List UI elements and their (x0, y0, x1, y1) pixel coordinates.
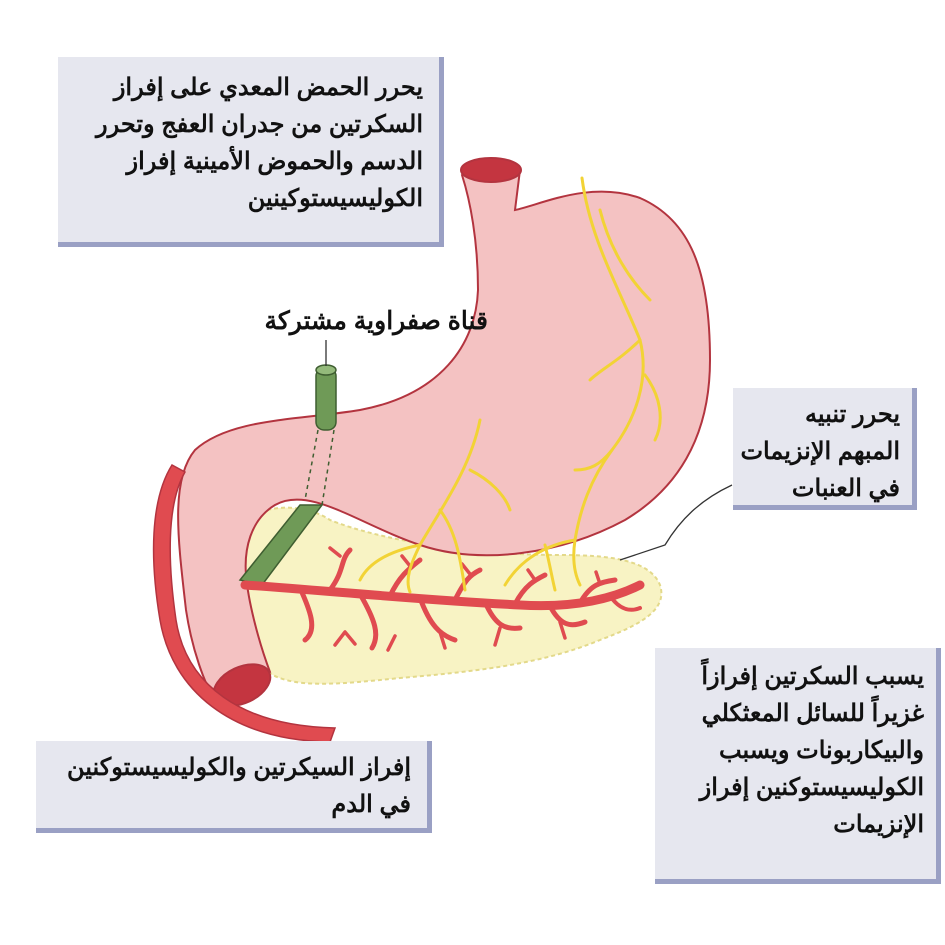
box-line: المبهم الإنزيمات (740, 438, 900, 465)
bile-duct-top (315, 364, 337, 376)
vagus-box: يحرر تنبيه المبهم الإنزيمات في العنبات (733, 388, 917, 510)
box-line: والبيكاربونات ويسبب (718, 737, 924, 764)
vagus-nerves (358, 176, 662, 594)
bile-duct-dashed (304, 429, 335, 506)
stomach (177, 163, 712, 702)
box-line: يسبب السكرتين إفرازاً (701, 663, 924, 690)
common-bile-duct-label: قناة صفراوية مشتركة (264, 307, 489, 335)
box-line: الكوليسيستوكنين إفراز (699, 774, 924, 801)
box-line: غزيراً للسائل المعثكلي (701, 700, 924, 727)
pancreatic-ducts (240, 546, 645, 652)
box-line: إفراز السيكرتين والكوليسيستوكنين (67, 754, 411, 781)
box-line: في الدم (331, 791, 411, 818)
box-line: السكرتين من جدران العفج وتحرر (96, 111, 423, 138)
box-line: في العنبات (791, 475, 900, 502)
box-line: يحرر تنبيه (805, 401, 900, 428)
bile-duct-upper (315, 367, 337, 431)
duodenal-vessel (152, 464, 337, 743)
box-line: يحرر الحمض المعدي على إفراز (113, 74, 423, 101)
box-line: الإنزيمات (833, 811, 924, 838)
esophagus-opening (460, 157, 522, 183)
secretin-effect-box: يسبب السكرتين إفرازاً غزيراً للسائل المع… (655, 648, 941, 884)
box-line: الكوليسيستوكينين (247, 185, 423, 212)
blood-release-box: إفراز السيكرتين والكوليسيستوكنين في الدم (36, 741, 432, 833)
pancreas (236, 506, 663, 685)
vagus-leader (619, 484, 733, 561)
box-line: الدسم والحموض الأمينية إفراز (126, 148, 423, 175)
gastric-acid-box: يحرر الحمض المعدي على إفراز السكرتين من … (58, 57, 444, 247)
